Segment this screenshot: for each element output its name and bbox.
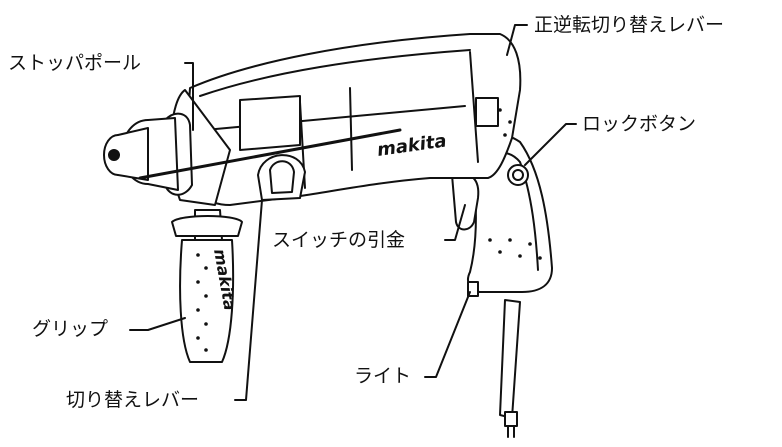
reverse-lever <box>475 97 499 127</box>
grip-dots <box>196 108 542 352</box>
chuck <box>103 117 179 191</box>
label-grip: グリップ <box>32 318 109 340</box>
light <box>467 281 479 297</box>
mode-change-lever <box>257 154 306 201</box>
label-light: ライト <box>354 365 412 387</box>
leader-lines <box>129 24 577 401</box>
label-lock-button: ロックボタン <box>582 113 697 135</box>
lock-button <box>507 164 529 186</box>
label-reverse-lever: 正逆転切り替えレバー <box>534 14 725 36</box>
power-cord <box>499 299 521 438</box>
switch-trigger <box>451 172 480 231</box>
side-grip <box>171 209 243 363</box>
label-mode-lever: 切り替えレバー <box>66 389 200 411</box>
label-switch-trigger: スイッチの引金 <box>272 229 406 251</box>
label-stopper-pole: ストッパポール <box>8 52 142 74</box>
